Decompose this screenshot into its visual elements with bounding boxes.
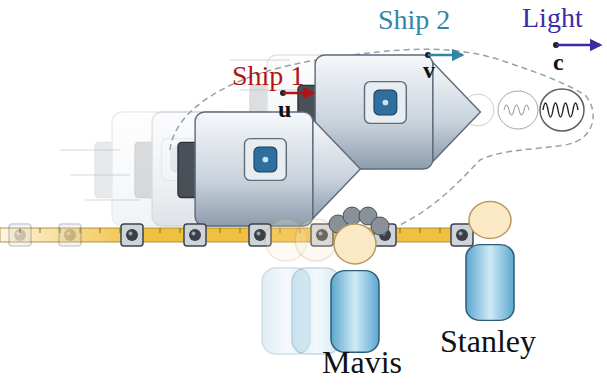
observer-name: Stanley bbox=[440, 325, 536, 357]
velocity-symbol: c bbox=[553, 50, 564, 74]
velocity-symbol: u bbox=[278, 97, 291, 121]
light-label: Light bbox=[522, 4, 583, 32]
ship-label: Ship 1 bbox=[232, 62, 304, 90]
ship-label: Ship 2 bbox=[378, 6, 450, 34]
observer-name: Mavis bbox=[322, 346, 402, 378]
velocity-symbol: v bbox=[423, 58, 435, 82]
